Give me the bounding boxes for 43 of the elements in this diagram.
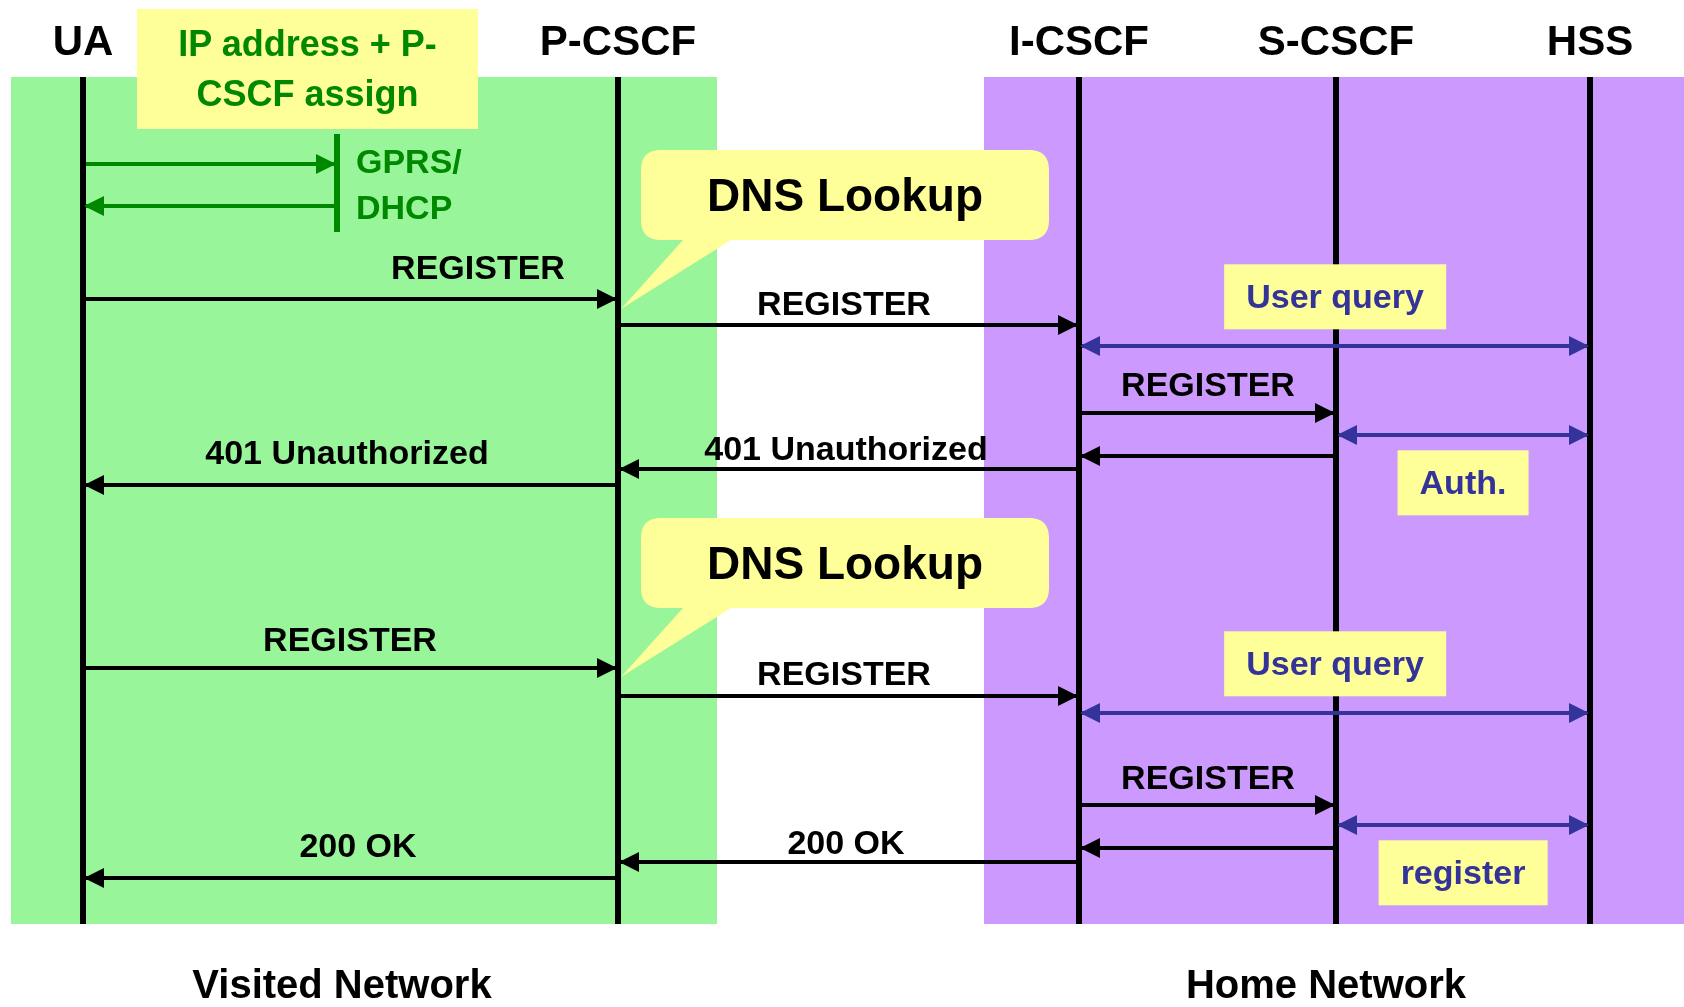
lifeline-title: P-CSCF [539,18,697,65]
lifeline-title: UA [52,18,114,65]
edge-label: REGISTER [391,249,565,287]
edge-label: REGISTER [263,621,437,659]
arrow [86,658,617,678]
edge-label: 200 OK [787,824,905,862]
lifeline-title: I-CSCF [1009,18,1149,65]
region-title: Home Network [1185,962,1467,1006]
edge-label: 401 Unauthorized [205,434,489,472]
note-box: IP address + P-CSCF assign [137,9,478,129]
edge-label: 200 OK [299,827,417,865]
arrow [86,154,336,174]
arrow [621,315,1078,335]
bar-label: GPRS/ DHCP [356,141,463,228]
callout-text: DNS Lookup [707,537,983,589]
edge-label: REGISTER [757,285,931,323]
callout-text: DNS Lookup [707,169,983,221]
lifeline-title: S-CSCF [1257,18,1415,65]
arrow [84,475,615,495]
arrow [1080,703,1589,723]
arrow [84,196,334,216]
edge-label: REGISTER [1121,366,1295,404]
arrow [619,852,1076,872]
lifeline-title: HSS [1546,18,1634,65]
edge-label: REGISTER [757,655,931,693]
arrow [1082,795,1335,815]
arrow [619,459,1076,479]
edge-label: User query [1224,264,1446,330]
arrow [1337,425,1589,445]
edge-label: User query [1224,631,1446,697]
edge-label: 401 Unauthorized [704,430,988,468]
region-title: Visited Network [192,962,492,1006]
arrow [84,868,615,888]
arrow [621,686,1078,706]
arrow [1337,815,1589,835]
edge-label: register [1378,840,1548,906]
arrow [1082,403,1335,423]
arrow [1080,838,1333,858]
arrow [86,289,617,309]
edge-label: Auth. [1397,450,1529,516]
arrow [1080,336,1589,356]
arrow [1080,446,1333,466]
edge-label: REGISTER [1121,759,1295,797]
